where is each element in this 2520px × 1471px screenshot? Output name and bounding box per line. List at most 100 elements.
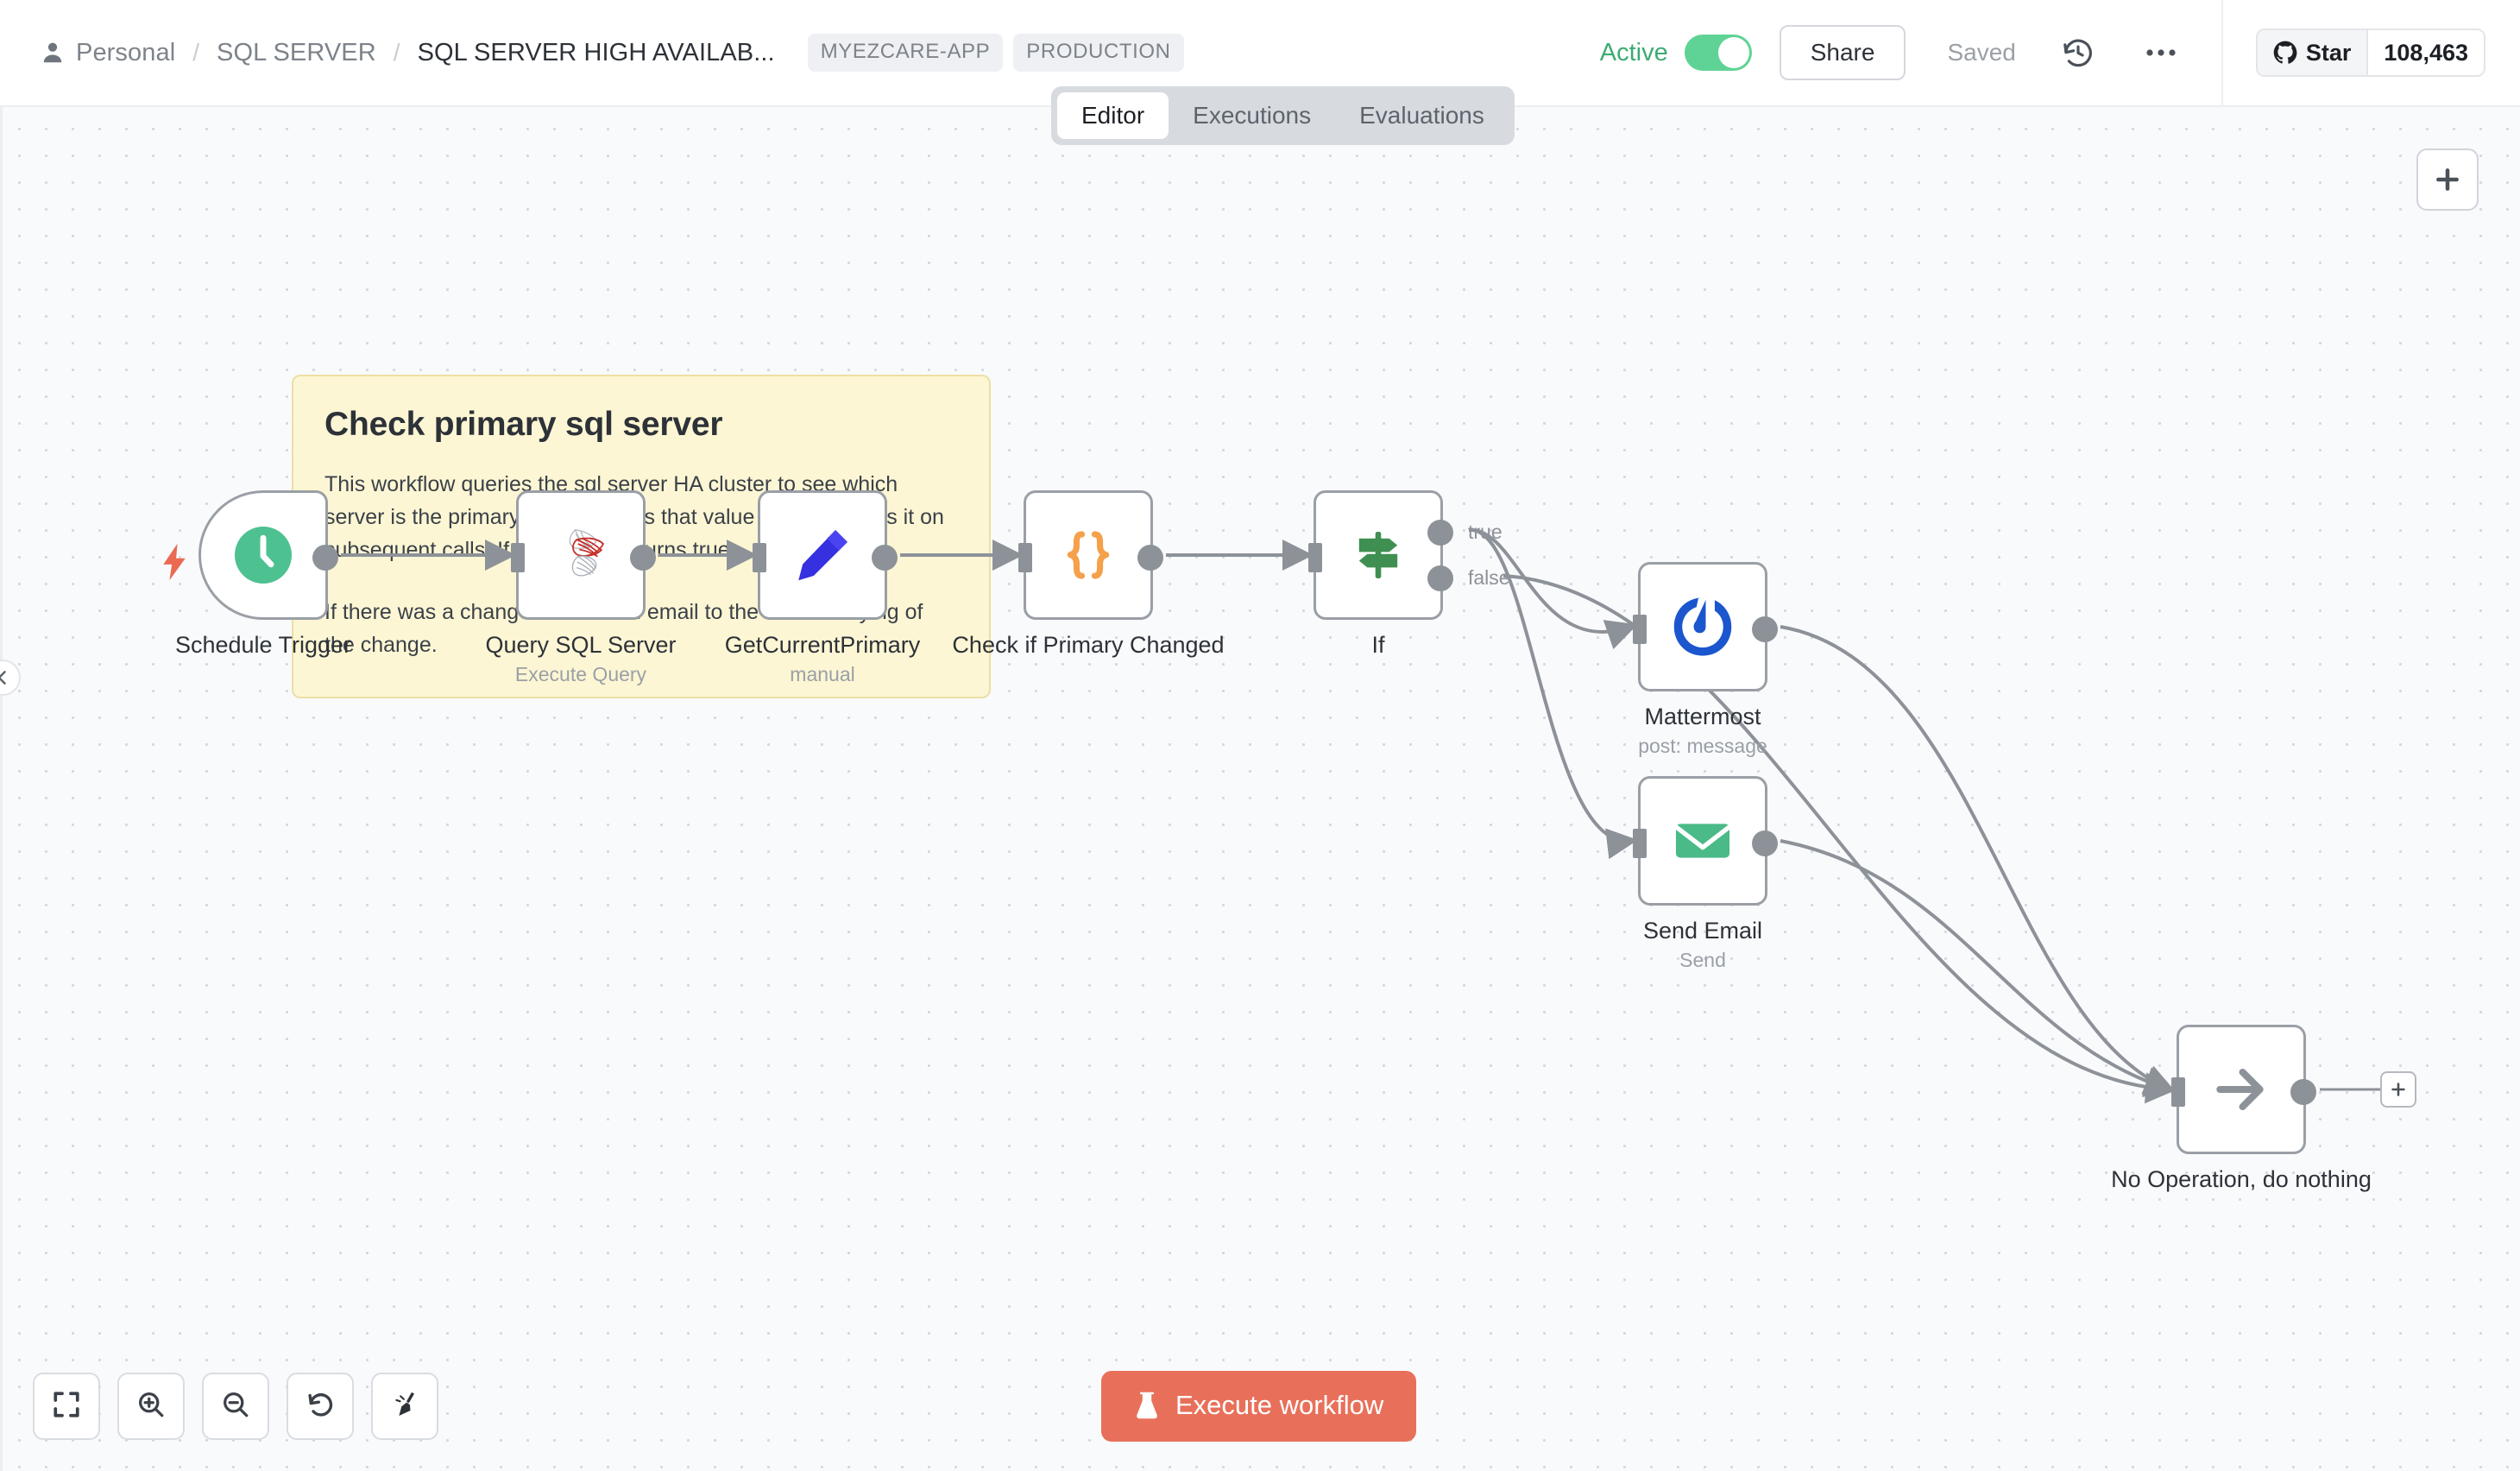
github-star-button[interactable]: Star 108,463 [2255, 28, 2485, 77]
node-mattermost[interactable]: Mattermost post: message [1633, 562, 1778, 757]
arrow-right-icon [2216, 1068, 2264, 1111]
node-label: GetCurrentPrimary [724, 632, 921, 658]
tag-production[interactable]: PRODUCTION [1013, 34, 1184, 72]
workflow-tabs: Editor Executions Evaluations [1051, 86, 1515, 145]
mssql-icon [569, 528, 605, 577]
app-header: Personal / SQL SERVER / SQL SERVER HIGH … [0, 0, 2520, 107]
tag-myezcare-app[interactable]: MYEZCARE-APP [807, 34, 1004, 72]
active-label: Active [1599, 38, 1668, 66]
active-toggle-group: Active [1600, 35, 1752, 71]
sticky-note-title: Check primary sql server [324, 406, 723, 443]
node-send-email[interactable]: Send Email Send [1633, 776, 1778, 971]
history-icon[interactable] [2061, 35, 2095, 70]
input-connector[interactable] [753, 543, 766, 572]
output-connector[interactable] [1752, 830, 1778, 856]
output-connector[interactable] [2290, 1079, 2316, 1105]
github-star-left[interactable]: Star [2257, 30, 2369, 75]
zoom-in-button[interactable] [117, 1373, 185, 1440]
edge-sendemail-to-noop [1780, 839, 2177, 1097]
header-divider [2221, 0, 2223, 106]
share-button[interactable]: Share [1779, 25, 1906, 80]
workflow-tags: MYEZCARE-APP PRODUCTION [807, 34, 1184, 72]
reset-zoom-button[interactable] [287, 1373, 354, 1440]
breadcrumb-separator: / [393, 39, 400, 66]
pencil-icon [798, 530, 847, 581]
breadcrumb-item-personal[interactable]: Personal [76, 38, 176, 66]
node-label: Schedule Trigger [174, 632, 352, 658]
saved-status: Saved [1947, 39, 2016, 66]
node-label: No Operation, do nothing [2111, 1166, 2372, 1192]
node-label: Send Email [1642, 918, 1763, 944]
output-connector-false[interactable] [1427, 565, 1453, 591]
header-actions: Active Share Saved Star [1600, 0, 2520, 106]
signpost-icon [1358, 532, 1398, 578]
tab-editor[interactable]: Editor [1057, 92, 1169, 139]
node-query-sql-server-box[interactable] [511, 490, 656, 620]
node-schedule-trigger-box[interactable] [163, 490, 338, 620]
input-connector[interactable] [1308, 543, 1322, 572]
node-query-sql-server[interactable]: Query SQL Server Execute Query [485, 490, 677, 685]
broom-icon [390, 1390, 419, 1424]
undo-icon [306, 1390, 335, 1424]
input-connector[interactable] [2171, 1077, 2185, 1107]
input-connector[interactable] [1633, 829, 1647, 858]
node-check-if-primary-changed-box[interactable] [1018, 490, 1163, 620]
plus-icon[interactable] [2416, 148, 2479, 211]
node-if[interactable]: true false If [1308, 490, 1510, 658]
node-no-operation[interactable]: No Operation, do nothing [2111, 1025, 2372, 1192]
output-connector[interactable] [1752, 616, 1778, 642]
output-connector[interactable] [872, 545, 898, 571]
envelope-icon [1674, 824, 1731, 858]
breadcrumb-item-project[interactable]: SQL SERVER [217, 38, 376, 66]
output-connector-true[interactable] [1427, 520, 1453, 546]
output-connector[interactable] [1137, 545, 1163, 571]
person-icon [40, 40, 66, 66]
github-star-count: 108,463 [2368, 30, 2484, 75]
node-label: If [1371, 632, 1385, 658]
output-connector[interactable] [312, 545, 338, 571]
zoom-to-fit-button[interactable] [33, 1373, 100, 1440]
breadcrumb-item-workflow[interactable]: SQL SERVER HIGH AVAILAB... [417, 38, 775, 66]
node-no-operation-box[interactable] [2171, 1025, 2316, 1154]
port-label-false: false [1468, 566, 1510, 589]
ellipsis-icon[interactable] [2144, 35, 2178, 70]
node-mattermost-box[interactable] [1633, 562, 1778, 691]
workflow-canvas[interactable]: Check primary sql server This workflow q… [0, 107, 2520, 1471]
node-label: Mattermost [1644, 704, 1761, 729]
zoom-in-icon [136, 1390, 166, 1424]
tidy-up-button[interactable] [371, 1373, 438, 1440]
breadcrumb: Personal / SQL SERVER / SQL SERVER HIGH … [0, 34, 1184, 72]
canvas-left-divider [0, 107, 3, 1471]
node-sublabel: Send [1679, 949, 1726, 971]
output-connector[interactable] [630, 545, 656, 571]
edge-mattermost-to-noop [1780, 625, 2177, 1095]
breadcrumb-separator: / [192, 39, 200, 66]
canvas-toolbar [33, 1373, 438, 1440]
tab-evaluations[interactable]: Evaluations [1359, 102, 1484, 129]
github-icon [2273, 41, 2297, 65]
connection-edges [341, 527, 2380, 1104]
input-connector[interactable] [1018, 543, 1032, 572]
node-label: Check if Primary Changed [952, 632, 1225, 658]
node-getcurrentprimary-box[interactable] [753, 490, 898, 620]
add-next-node-button[interactable] [2380, 1071, 2416, 1108]
node-sublabel: Execute Query [514, 663, 647, 685]
node-label: Query SQL Server [485, 632, 677, 658]
fit-screen-icon [52, 1390, 81, 1424]
workflow-active-toggle[interactable] [1684, 35, 1752, 71]
node-schedule-trigger[interactable]: Schedule Trigger [163, 490, 351, 658]
execute-workflow-button[interactable]: Execute workflow [1101, 1371, 1417, 1442]
zoom-out-icon [221, 1390, 250, 1424]
execute-workflow-label: Execute workflow [1175, 1390, 1384, 1420]
node-sublabel: manual [790, 663, 855, 685]
input-connector[interactable] [1633, 615, 1647, 644]
node-send-email-box[interactable] [1633, 776, 1778, 906]
input-connector[interactable] [511, 543, 525, 572]
tab-executions[interactable]: Executions [1193, 102, 1312, 129]
flask-icon [1134, 1391, 1160, 1420]
node-getcurrentprimary[interactable]: GetCurrentPrimary manual [725, 490, 920, 685]
zoom-out-button[interactable] [202, 1373, 269, 1440]
code-braces-icon [1067, 531, 1110, 579]
node-check-if-primary-changed[interactable]: Check if Primary Changed [952, 490, 1225, 658]
node-if-box[interactable]: true false [1308, 490, 1510, 620]
